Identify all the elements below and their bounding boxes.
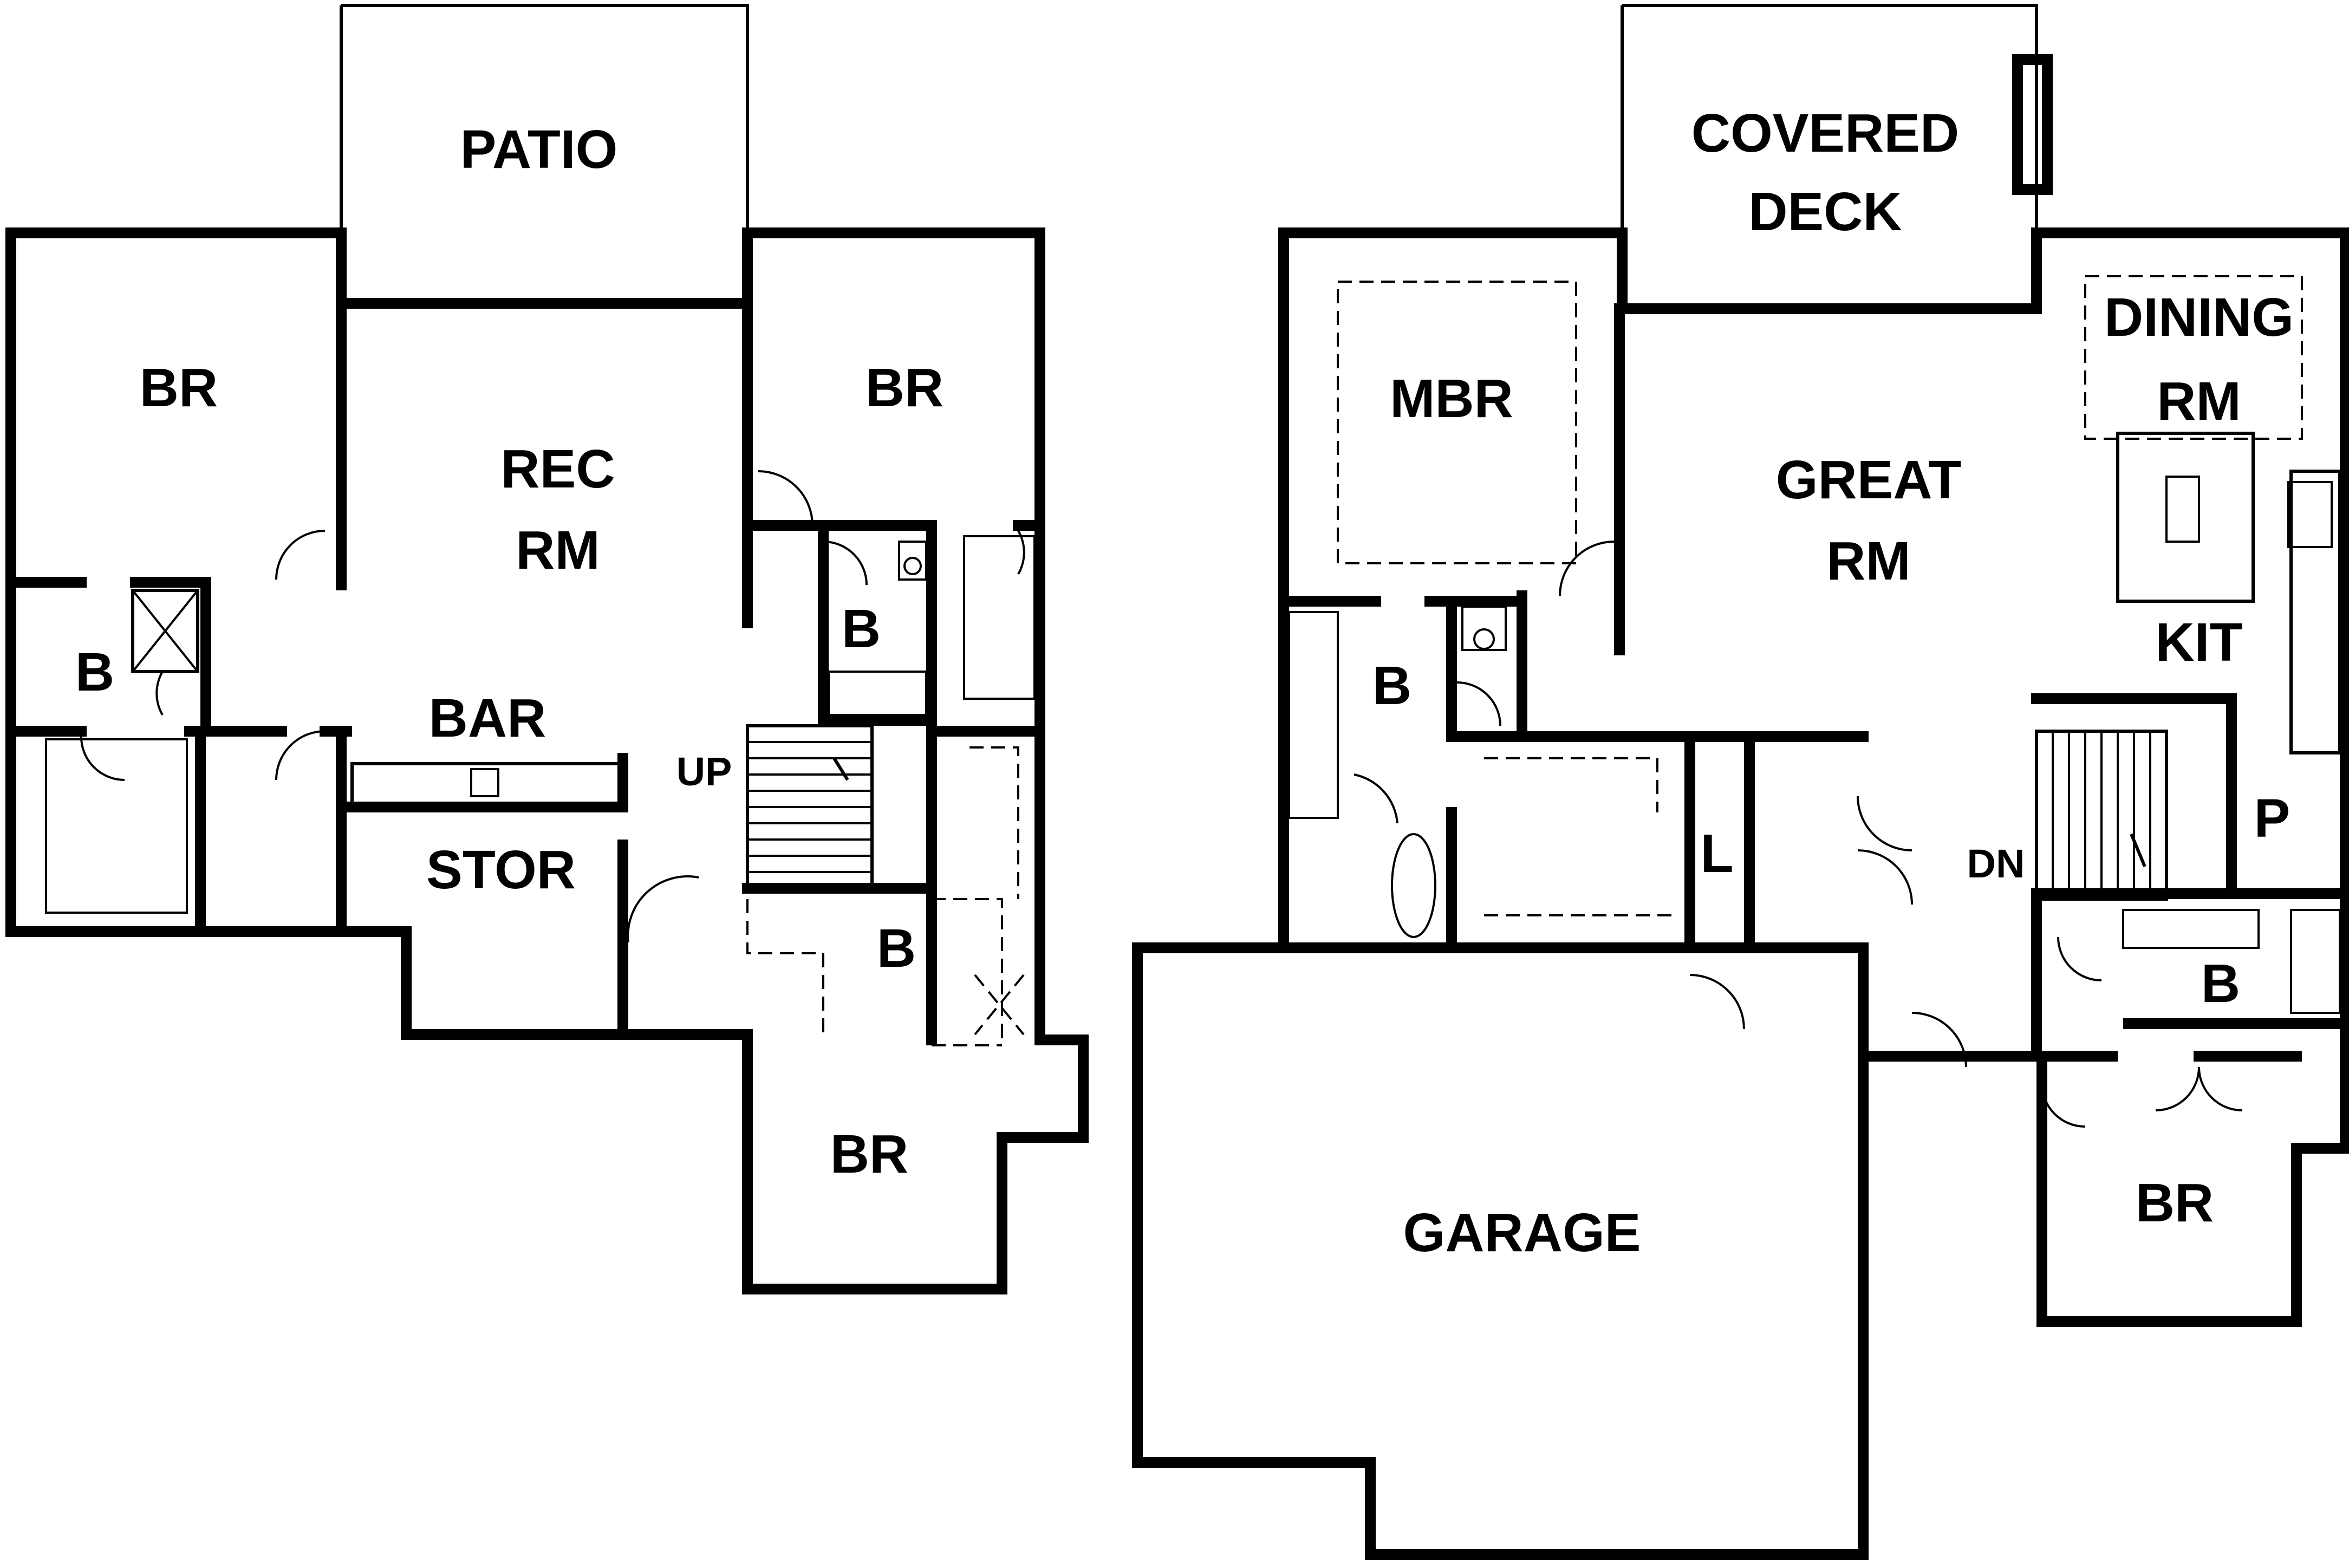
garage-wall (1132, 942, 1869, 1560)
stairs-up-label: UP (676, 749, 732, 794)
master-bedroom-label: MBR (1390, 368, 1513, 429)
left-closet (45, 738, 188, 914)
kitchen-island (2116, 432, 2255, 603)
stairs-down-label: DN (1967, 841, 2025, 886)
dining-room-label-line1: DINING (2104, 287, 2294, 348)
covered-deck-label-line2: DECK (1748, 181, 1902, 242)
bath-upper-right-label: B (842, 598, 881, 659)
mbr-tray-ceiling (1337, 281, 1577, 564)
great-room-label-line2: RM (1826, 531, 1911, 591)
covered-deck-outline (1621, 4, 2038, 233)
bath-lower-label: B (877, 918, 916, 979)
dining-room-label-line2: RM (2157, 371, 2241, 432)
covered-deck-label-line1: COVERED (1691, 103, 1960, 164)
great-room-label-line1: GREAT (1776, 450, 1962, 510)
bar-counter (350, 762, 624, 809)
main-doors (1354, 541, 2243, 1128)
stairs-down (2035, 730, 2168, 901)
dining-tray-ceiling (2084, 275, 2303, 440)
lower-doors (80, 470, 1025, 943)
pantry-label: P (2254, 788, 2291, 849)
bedroom-right-label: BR (866, 357, 943, 418)
bedroom-left-label: BR (140, 357, 218, 418)
main-exterior-wall (1278, 227, 2349, 1327)
rec-room-label-line1: REC (500, 439, 615, 499)
patio-outline (340, 4, 749, 233)
lower-level-plan (5, 4, 1089, 1294)
rec-room-label-line2: RM (516, 520, 600, 581)
bath-left-label: B (75, 642, 114, 702)
master-bath-label: B (1372, 655, 1411, 716)
main-interior-walls (1278, 303, 2349, 1062)
kitchen-counter (2289, 470, 2341, 754)
garage-label: GARAGE (1403, 1202, 1641, 1263)
patio-label: PATIO (460, 119, 618, 180)
main-level-plan (1132, 4, 2349, 1560)
storage-label: STOR (426, 840, 576, 900)
bar-label: BAR (429, 688, 546, 749)
stairs-up (746, 724, 874, 890)
bedroom-label: BR (2136, 1173, 2214, 1233)
bath-right-label: B (2201, 953, 2240, 1014)
lower-bath-fixtures (746, 746, 1019, 1046)
fireplace (2012, 54, 2053, 195)
shower-left (131, 589, 199, 673)
laundry-label: L (1700, 823, 1733, 884)
kitchen-label: KIT (2155, 612, 2242, 673)
bedroom-bottom-label: BR (830, 1124, 908, 1185)
